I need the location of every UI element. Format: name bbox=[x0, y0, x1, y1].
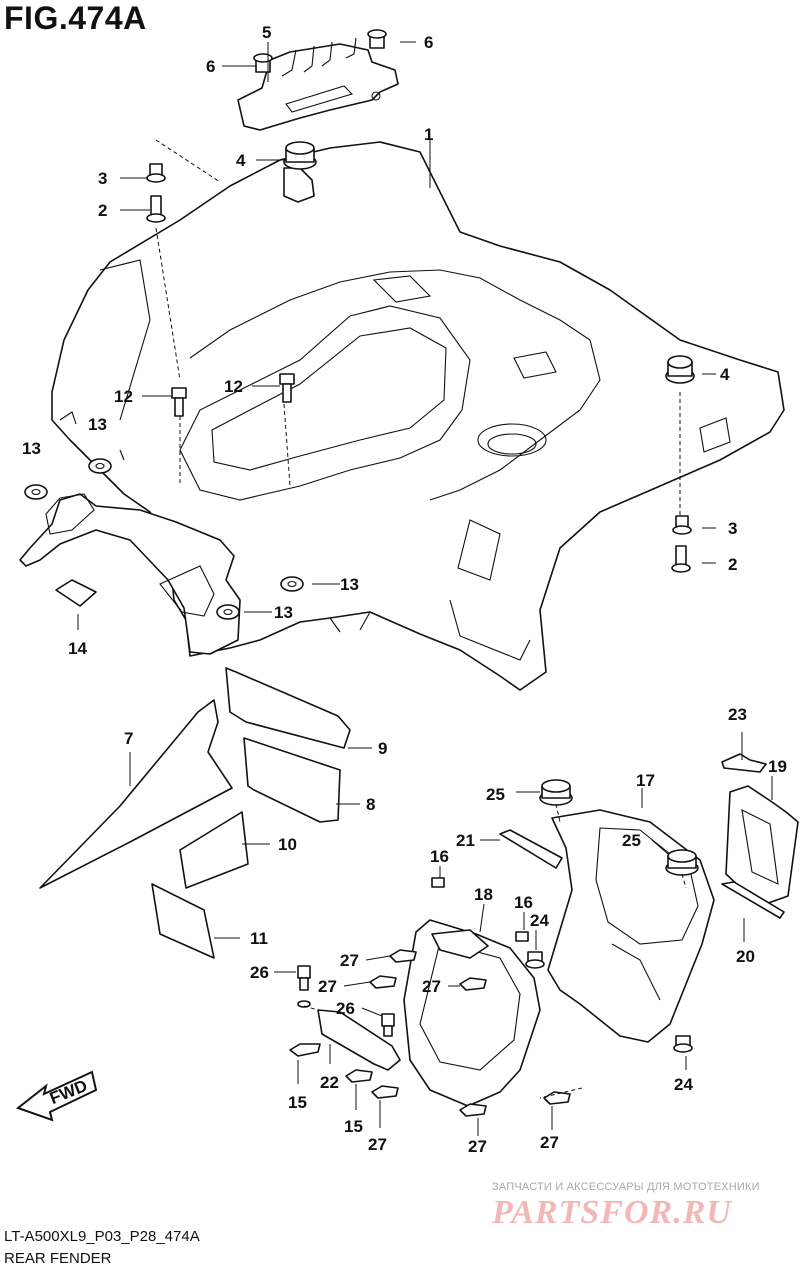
callout-26: 26 bbox=[336, 999, 355, 1018]
callout-2: 2 bbox=[98, 201, 107, 220]
callout-27: 27 bbox=[318, 977, 337, 996]
callout-21: 21 bbox=[456, 831, 475, 850]
callout-27: 27 bbox=[468, 1137, 487, 1156]
part-5-bracket bbox=[237, 37, 399, 131]
callout-19: 19 bbox=[768, 757, 787, 776]
callout-6: 6 bbox=[206, 57, 215, 76]
callout-12: 12 bbox=[114, 387, 133, 406]
part-11-plate bbox=[151, 883, 215, 959]
callout-23: 23 bbox=[728, 705, 747, 724]
callout-6: 6 bbox=[424, 33, 433, 52]
callout-2: 2 bbox=[728, 555, 737, 574]
callout-27: 27 bbox=[422, 977, 441, 996]
leader-lines bbox=[77, 41, 773, 1136]
callout-22: 22 bbox=[320, 1073, 339, 1092]
part-7-decal bbox=[39, 699, 233, 889]
callout-16: 16 bbox=[430, 847, 449, 866]
diagram-code: LT-A500XL9_P03_P28_474A bbox=[4, 1228, 200, 1245]
callout-12: 12 bbox=[224, 377, 243, 396]
callout-10: 10 bbox=[278, 835, 297, 854]
callout-4: 4 bbox=[236, 151, 246, 170]
part-14-plate bbox=[55, 579, 97, 607]
callout-13: 13 bbox=[340, 575, 359, 594]
callout-4: 4 bbox=[720, 365, 730, 384]
fasteners bbox=[24, 29, 699, 1117]
callout-18: 18 bbox=[474, 885, 493, 904]
part-10-decal bbox=[179, 811, 249, 889]
callout-3: 3 bbox=[728, 519, 737, 538]
part-1-rear-fender bbox=[51, 141, 785, 691]
part-8-decal bbox=[243, 737, 341, 823]
callout-15: 15 bbox=[344, 1117, 363, 1136]
callout-5: 5 bbox=[262, 23, 271, 42]
callout-13: 13 bbox=[22, 439, 41, 458]
callout-11: 11 bbox=[250, 929, 268, 948]
callout-1: 1 bbox=[424, 125, 433, 144]
callout-26: 26 bbox=[250, 963, 269, 982]
watermark-brand: PARTSFOR.RU bbox=[492, 1194, 732, 1231]
callout-15: 15 bbox=[288, 1093, 307, 1112]
callout-20: 20 bbox=[736, 947, 755, 966]
part-9-decal bbox=[225, 667, 351, 749]
callout-7: 7 bbox=[124, 729, 133, 748]
callout-9: 9 bbox=[378, 739, 387, 758]
callout-14: 14 bbox=[68, 639, 87, 658]
fender-side-rail bbox=[19, 493, 241, 655]
callout-8: 8 bbox=[366, 795, 375, 814]
part-21-strip bbox=[499, 829, 563, 869]
callout-17: 17 bbox=[636, 771, 655, 790]
callout-13: 13 bbox=[88, 415, 107, 434]
watermark-tagline: ЗАПЧАСТИ И АКСЕССУАРЫ ДЛЯ МОТОТЕХНИКИ bbox=[492, 1181, 760, 1193]
callout-13: 13 bbox=[274, 603, 293, 622]
callout-27: 27 bbox=[340, 951, 359, 970]
part-18-tank-assembly bbox=[317, 919, 541, 1107]
callout-27: 27 bbox=[368, 1135, 387, 1154]
figure-title: FIG.474A bbox=[4, 0, 147, 36]
callout-25: 25 bbox=[486, 785, 505, 804]
fwd-direction-arrow: FWD bbox=[15, 1070, 98, 1122]
callout-24: 24 bbox=[530, 911, 549, 930]
callout-25: 25 bbox=[622, 831, 641, 850]
callout-16: 16 bbox=[514, 893, 533, 912]
diagram-name: REAR FENDER bbox=[4, 1250, 112, 1267]
callout-3: 3 bbox=[98, 169, 107, 188]
part-20-strip bbox=[721, 881, 785, 919]
callout-27: 27 bbox=[540, 1133, 559, 1152]
callout-labels: 1 2 2 3 3 4 4 5 6 6 7 8 9 10 11 12 12 13… bbox=[22, 23, 787, 1156]
callout-24: 24 bbox=[674, 1075, 693, 1094]
part-23-clip bbox=[721, 753, 767, 773]
